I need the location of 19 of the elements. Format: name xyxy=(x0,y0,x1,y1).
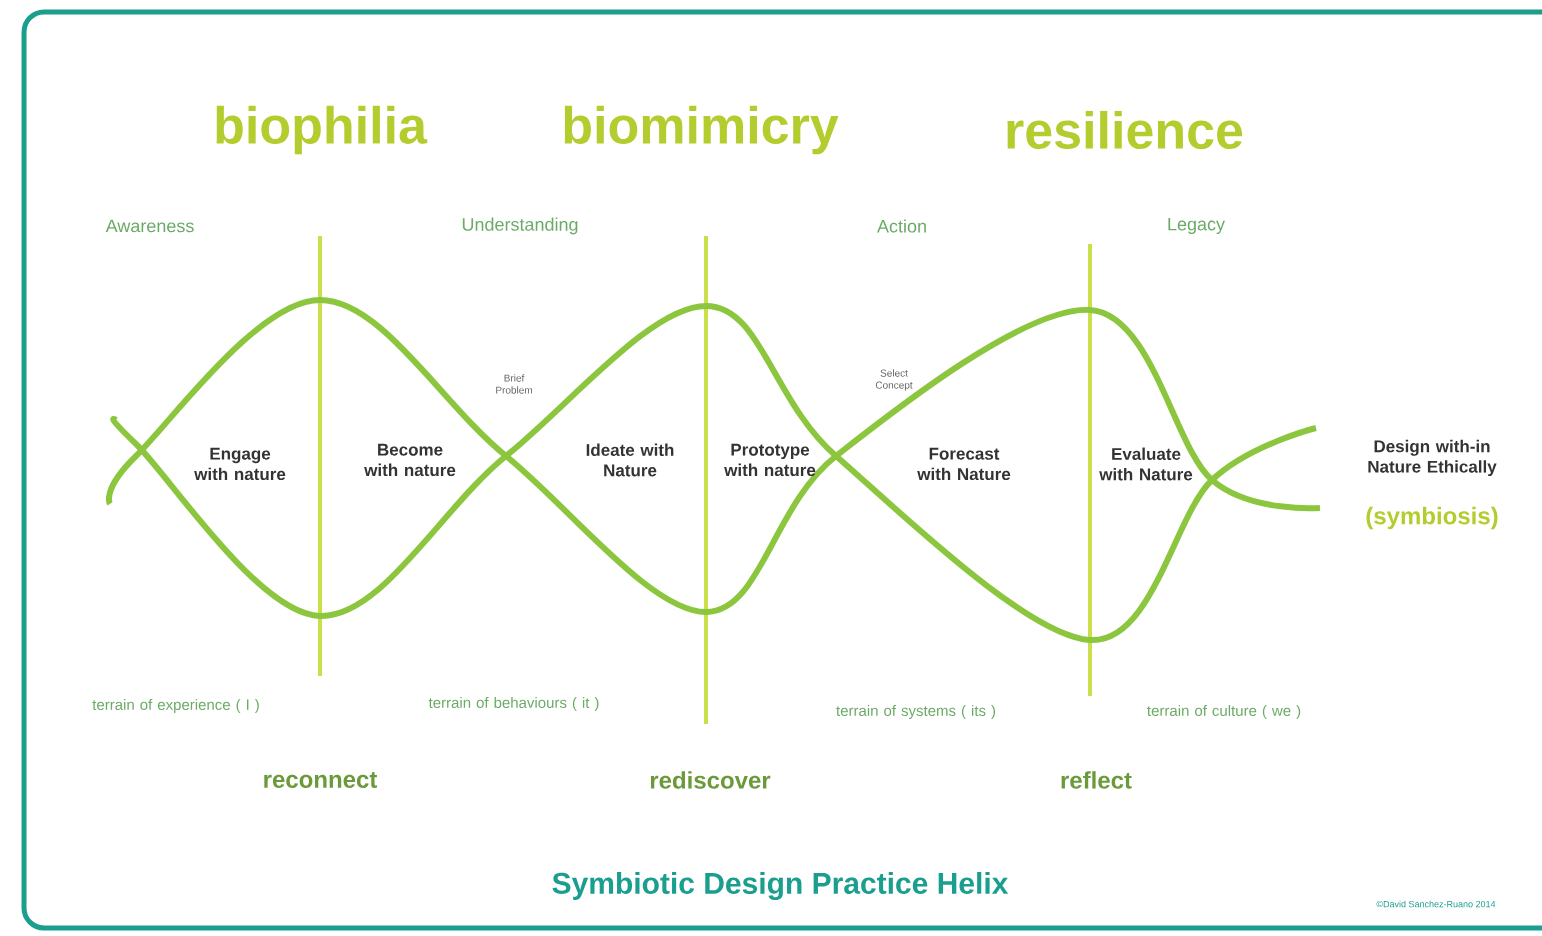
heading-word: biomimicry xyxy=(564,105,839,155)
step-label: Engage with nature xyxy=(194,447,286,481)
step-label: Become with nature xyxy=(364,443,456,477)
phase-label: Legacy xyxy=(1168,217,1225,235)
closing-word: (symbiosis) xyxy=(1366,506,1498,530)
step-label: Ideate with Nature xyxy=(586,443,674,477)
heading-word: resilience xyxy=(1007,110,1243,150)
closing-word: reflect xyxy=(1061,771,1132,789)
step-label: Design with-in Nature Ethically xyxy=(1368,439,1497,477)
closing-word: rediscover xyxy=(650,771,771,789)
phase-label: Action xyxy=(877,219,926,233)
title: Symbiotic Design Practice Helix xyxy=(552,871,1009,901)
step-label: Prototype with nature xyxy=(724,443,816,477)
phase-label: Awareness xyxy=(105,219,194,233)
heading-word: biophilia xyxy=(216,105,428,155)
step-label: Forecast with Nature xyxy=(917,447,1011,481)
step-label: Evaluate with Nature xyxy=(1099,447,1193,481)
closing-word: reconnect xyxy=(264,772,378,788)
phase-label: Understanding xyxy=(462,217,578,235)
